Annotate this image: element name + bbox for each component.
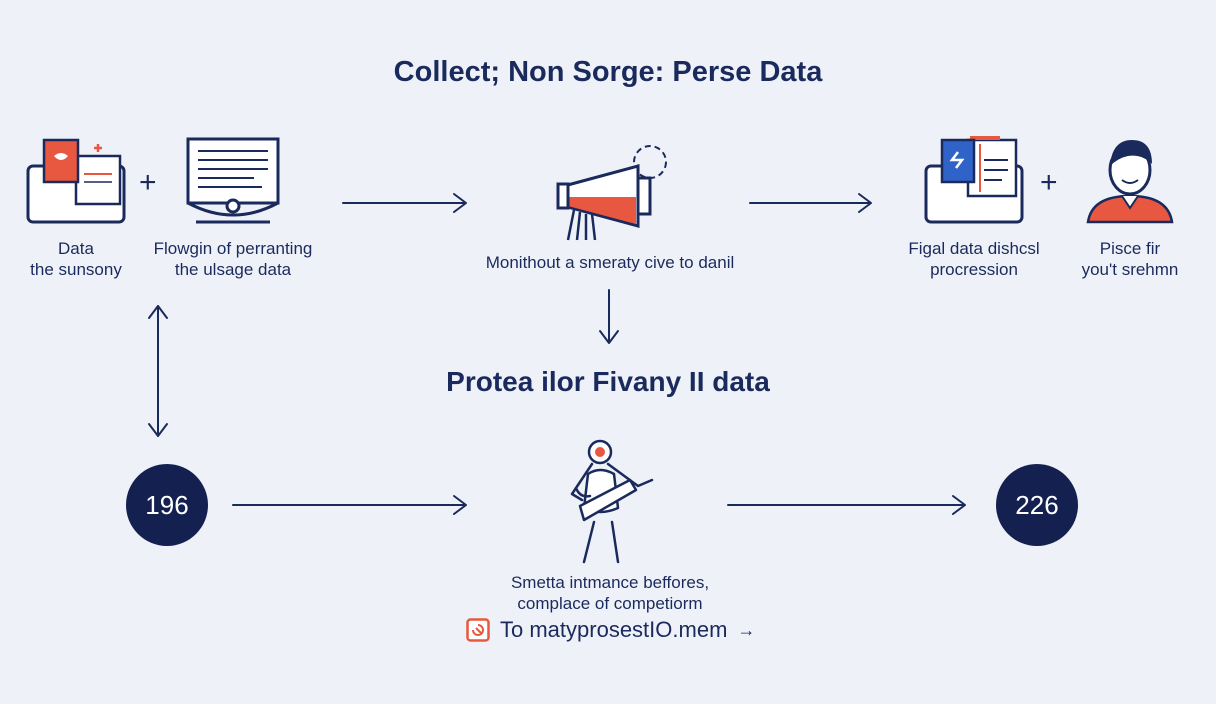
- arrow-usage-to-announcement: [342, 193, 467, 213]
- node-legal-folder-label: Figal data dishcsl procression: [908, 239, 1040, 279]
- node-usage-monitor-label: Flowgin of perranting the ulsage data: [153, 239, 313, 279]
- footer-link[interactable]: To matyprosestIO.mem →: [466, 617, 755, 643]
- arrow-protector-to-right-badge: [727, 495, 966, 515]
- plus-operator-right: +: [1040, 166, 1058, 199]
- megaphone-icon: [556, 145, 667, 241]
- node-person-label: Pisce fir you't srehmn: [1081, 239, 1179, 279]
- arrow-left-badge-to-protector: [232, 495, 467, 515]
- diagram-subtitle: Protea ilor Fivany II data: [446, 366, 770, 397]
- diagram-title: Collect; Non Sorge: Perse Data: [393, 56, 823, 88]
- footer-link-text[interactable]: To matyprosestIO.mem: [500, 617, 728, 642]
- plus-operator-left: +: [139, 166, 157, 199]
- arrow-announcement-to-legal: [749, 193, 872, 213]
- badge-left: 196: [126, 464, 208, 546]
- person-avatar-icon: [1086, 140, 1174, 224]
- badge-right: 226: [996, 464, 1078, 546]
- monitor-icon: [186, 137, 280, 224]
- person-shield-icon: [570, 439, 654, 564]
- external-link-icon: [466, 618, 490, 642]
- footer-link-arrow-icon: →: [737, 619, 756, 640]
- document-folder-icon: [26, 138, 126, 224]
- arrow-announcement-down: [599, 289, 619, 344]
- node-protector-label: Smetta intmance beffores, complace of co…: [510, 573, 710, 613]
- folder-icon: [924, 136, 1024, 224]
- node-data-source-label: Data the sunsony: [30, 239, 122, 279]
- arrow-vertical-double: [148, 305, 168, 437]
- node-announcement-label: Monithout a smeraty cive to danil: [485, 253, 735, 272]
